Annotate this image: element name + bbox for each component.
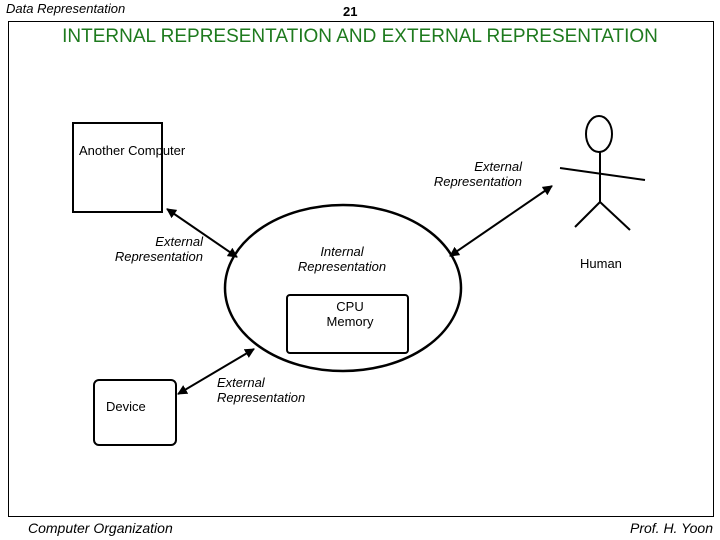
header-section-title: Data Representation <box>6 1 126 16</box>
footer-course: Computer Organization <box>28 520 173 536</box>
human-stick-figure-icon <box>559 115 646 231</box>
external-representation-label-computer-link: External Representation <box>114 234 203 264</box>
slide-title: INTERNAL REPRESENTATION AND EXTERNAL REP… <box>62 26 658 47</box>
arrow-computer-to-internal <box>166 208 238 258</box>
cpu-memory-label: CPU Memory <box>326 299 374 329</box>
device-box <box>93 379 177 446</box>
cpu-memory-box <box>286 294 409 354</box>
another-computer-box <box>72 122 163 213</box>
another-computer-label: Another Computer <box>79 143 186 158</box>
arrow-device-to-internal <box>177 348 255 395</box>
footer-author: Prof. H. Yoon <box>629 520 713 536</box>
arrow-internal-to-human <box>449 185 553 257</box>
internal-representation-label: Internal Representation <box>297 244 387 274</box>
page-number: 21 <box>343 4 358 19</box>
external-representation-label-device-link: External Representation <box>217 375 306 405</box>
slide-frame <box>8 21 714 517</box>
device-label: Device <box>106 399 146 414</box>
external-representation-label-human-link: External Representation <box>433 159 522 189</box>
human-label: Human <box>580 256 622 271</box>
